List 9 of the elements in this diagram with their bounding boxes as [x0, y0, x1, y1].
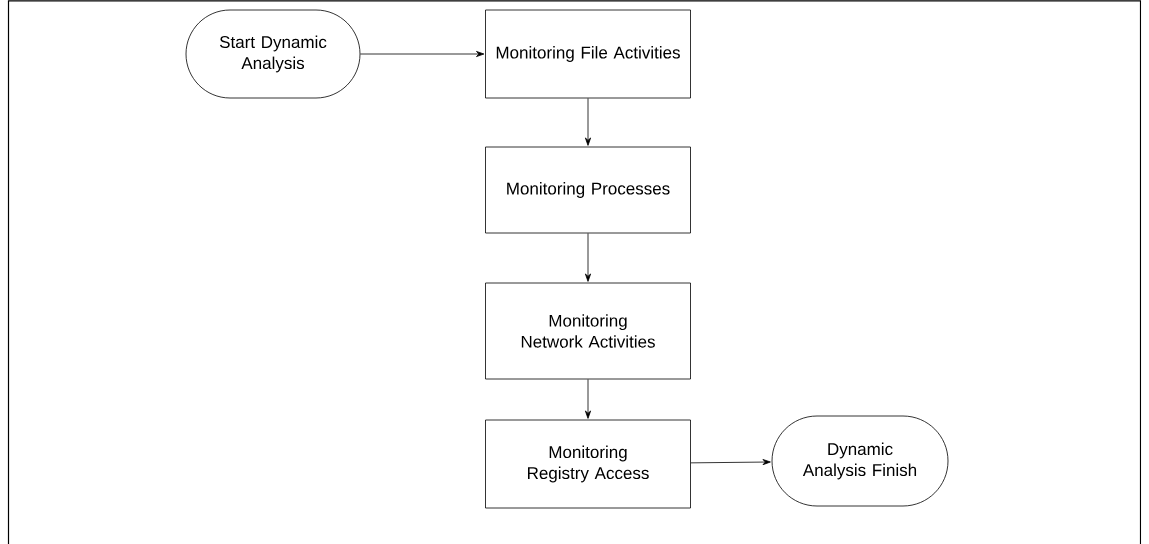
- process-box: Monitoring Network Activities: [485, 282, 691, 380]
- arrow: [585, 98, 591, 146]
- process-box: Monitoring File Activities: [485, 9, 691, 99]
- arrow: [360, 51, 485, 57]
- process-box: Monitoring Processes: [485, 146, 691, 234]
- arrow: [585, 379, 591, 419]
- arrow: [585, 233, 591, 282]
- process-box: Monitoring Registry Access: [485, 419, 691, 509]
- arrow: [690, 459, 771, 466]
